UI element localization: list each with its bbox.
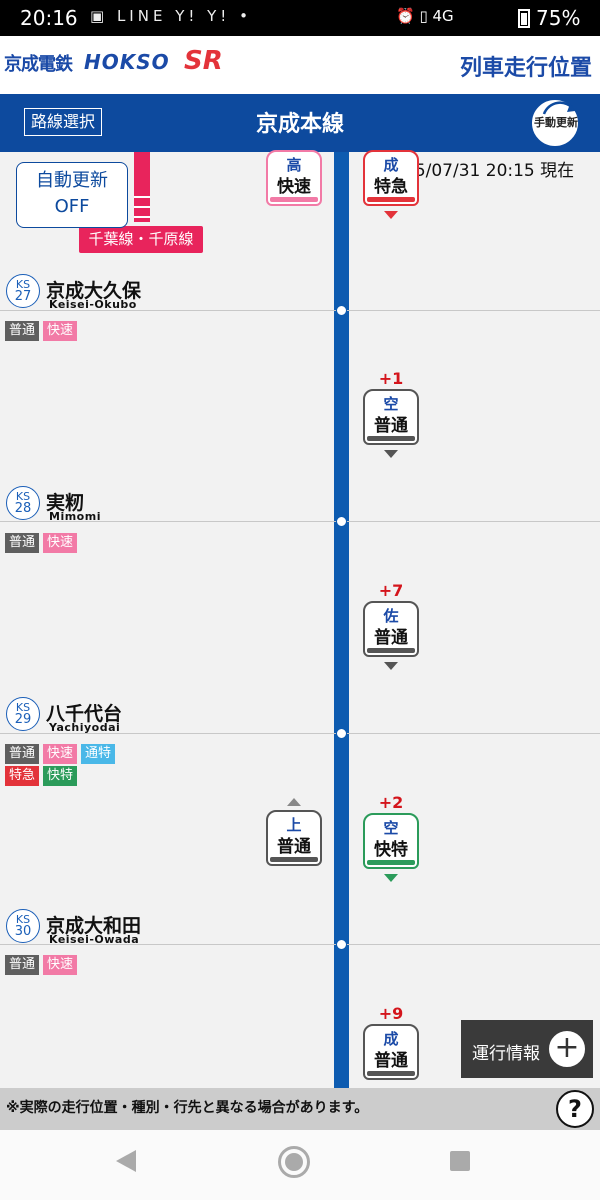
station-line — [0, 944, 600, 945]
route-select-button[interactable]: 路線選択 — [24, 108, 102, 136]
station-name[interactable]: 八千代台 — [46, 703, 123, 725]
service-chip: 普通 — [5, 955, 40, 975]
train-map[interactable] — [0, 152, 600, 1088]
line-navbar — [0, 94, 600, 152]
hokso-logo: HOKSO — [84, 50, 170, 74]
delay-indicator: +1 — [378, 369, 404, 388]
operation-info-label: 運行情報 — [472, 1044, 540, 1064]
station-name[interactable]: 実籾 — [46, 492, 85, 514]
station-name[interactable]: 京成大和田 — [46, 915, 142, 937]
auto-refresh-label: 自動更新 — [36, 170, 108, 191]
update-timestamp: 25/07/31 20:15 現在 — [404, 161, 575, 181]
service-chip: 快特 — [43, 766, 78, 786]
service-chip: 普通 — [5, 744, 40, 764]
status-time: 20:16 — [20, 6, 78, 30]
sr-logo: SR — [184, 46, 223, 76]
station-line — [0, 310, 600, 311]
home-icon[interactable] — [278, 1146, 310, 1178]
recent-apps-icon[interactable] — [450, 1151, 470, 1171]
branch-line-label[interactable]: 千葉線・千原線 — [79, 226, 203, 253]
delay-indicator: +2 — [378, 793, 404, 812]
manual-refresh-button[interactable] — [530, 98, 580, 148]
service-chip: 普通 — [5, 321, 40, 341]
line-title: 京成本線 — [255, 112, 344, 137]
station-name-en: Mimomi — [49, 510, 101, 523]
plus-icon: + — [549, 1031, 585, 1067]
status-bar — [0, 0, 600, 36]
auto-refresh-toggle[interactable]: 自動更新 OFF — [16, 162, 128, 228]
manual-refresh-label: 手動更新 — [534, 116, 578, 129]
back-icon[interactable] — [116, 1150, 136, 1172]
train-marker[interactable]: 空 普通 — [363, 389, 419, 445]
direction-down-icon — [384, 450, 398, 458]
train-marker[interactable]: 高 快速 — [266, 150, 322, 206]
refresh-icon — [542, 101, 576, 115]
train-marker[interactable]: 成 普通 — [363, 1024, 419, 1080]
delay-indicator: +9 — [378, 1004, 404, 1023]
station-node — [336, 728, 347, 739]
train-marker[interactable]: 佐 普通 — [363, 601, 419, 657]
station-name[interactable]: 京成大久保 — [46, 280, 142, 302]
notification-icons: ▣ LINE Y! Y! • — [90, 7, 252, 25]
station-name-en: Keisei-Owada — [49, 933, 140, 946]
service-chip: 特急 — [5, 766, 40, 786]
train-marker[interactable]: 上 普通 — [266, 810, 322, 866]
system-icons: ⏰ ▯ 4G — [396, 7, 454, 25]
station-node — [336, 516, 347, 527]
station-line — [0, 521, 600, 522]
page-title: 列車走行位置 — [459, 56, 592, 81]
branch-tick — [134, 216, 150, 218]
main-track — [334, 152, 349, 1088]
branch-track — [134, 152, 150, 222]
service-chip: 快速 — [43, 955, 78, 975]
auto-refresh-state: OFF — [54, 196, 90, 217]
direction-down-icon — [384, 874, 398, 882]
station-line — [0, 733, 600, 734]
service-chip: 快速 — [43, 533, 78, 553]
station-node — [336, 939, 347, 950]
disclaimer-text: ※実際の走行位置・種別・行先と異なる場合があります。 — [6, 1100, 369, 1116]
home-icon-inner — [285, 1153, 303, 1171]
battery-level: 75% — [536, 6, 581, 30]
station-name-en: Yachiyodai — [49, 721, 121, 734]
app-header — [0, 36, 600, 94]
service-chip: 快速 — [43, 744, 78, 764]
station-node — [336, 305, 347, 316]
direction-up-icon — [287, 798, 301, 806]
train-marker[interactable]: 成 特急 — [363, 150, 419, 206]
disclaimer-bar — [0, 1088, 600, 1130]
branch-tick — [134, 196, 150, 198]
direction-down-icon — [384, 662, 398, 670]
battery-icon — [518, 9, 530, 28]
service-chip: 通特 — [81, 744, 116, 764]
keisei-logo: 京成電鉄 — [4, 54, 73, 75]
delay-indicator: +7 — [378, 581, 404, 600]
service-chip: 普通 — [5, 533, 40, 553]
station-name-en: Keisei-Okubo — [49, 298, 137, 311]
service-chip: 快速 — [43, 321, 78, 341]
direction-down-icon — [384, 211, 398, 219]
help-button[interactable]: ? — [556, 1090, 594, 1128]
branch-tick — [134, 206, 150, 208]
train-marker[interactable]: 空 快特 — [363, 813, 419, 869]
